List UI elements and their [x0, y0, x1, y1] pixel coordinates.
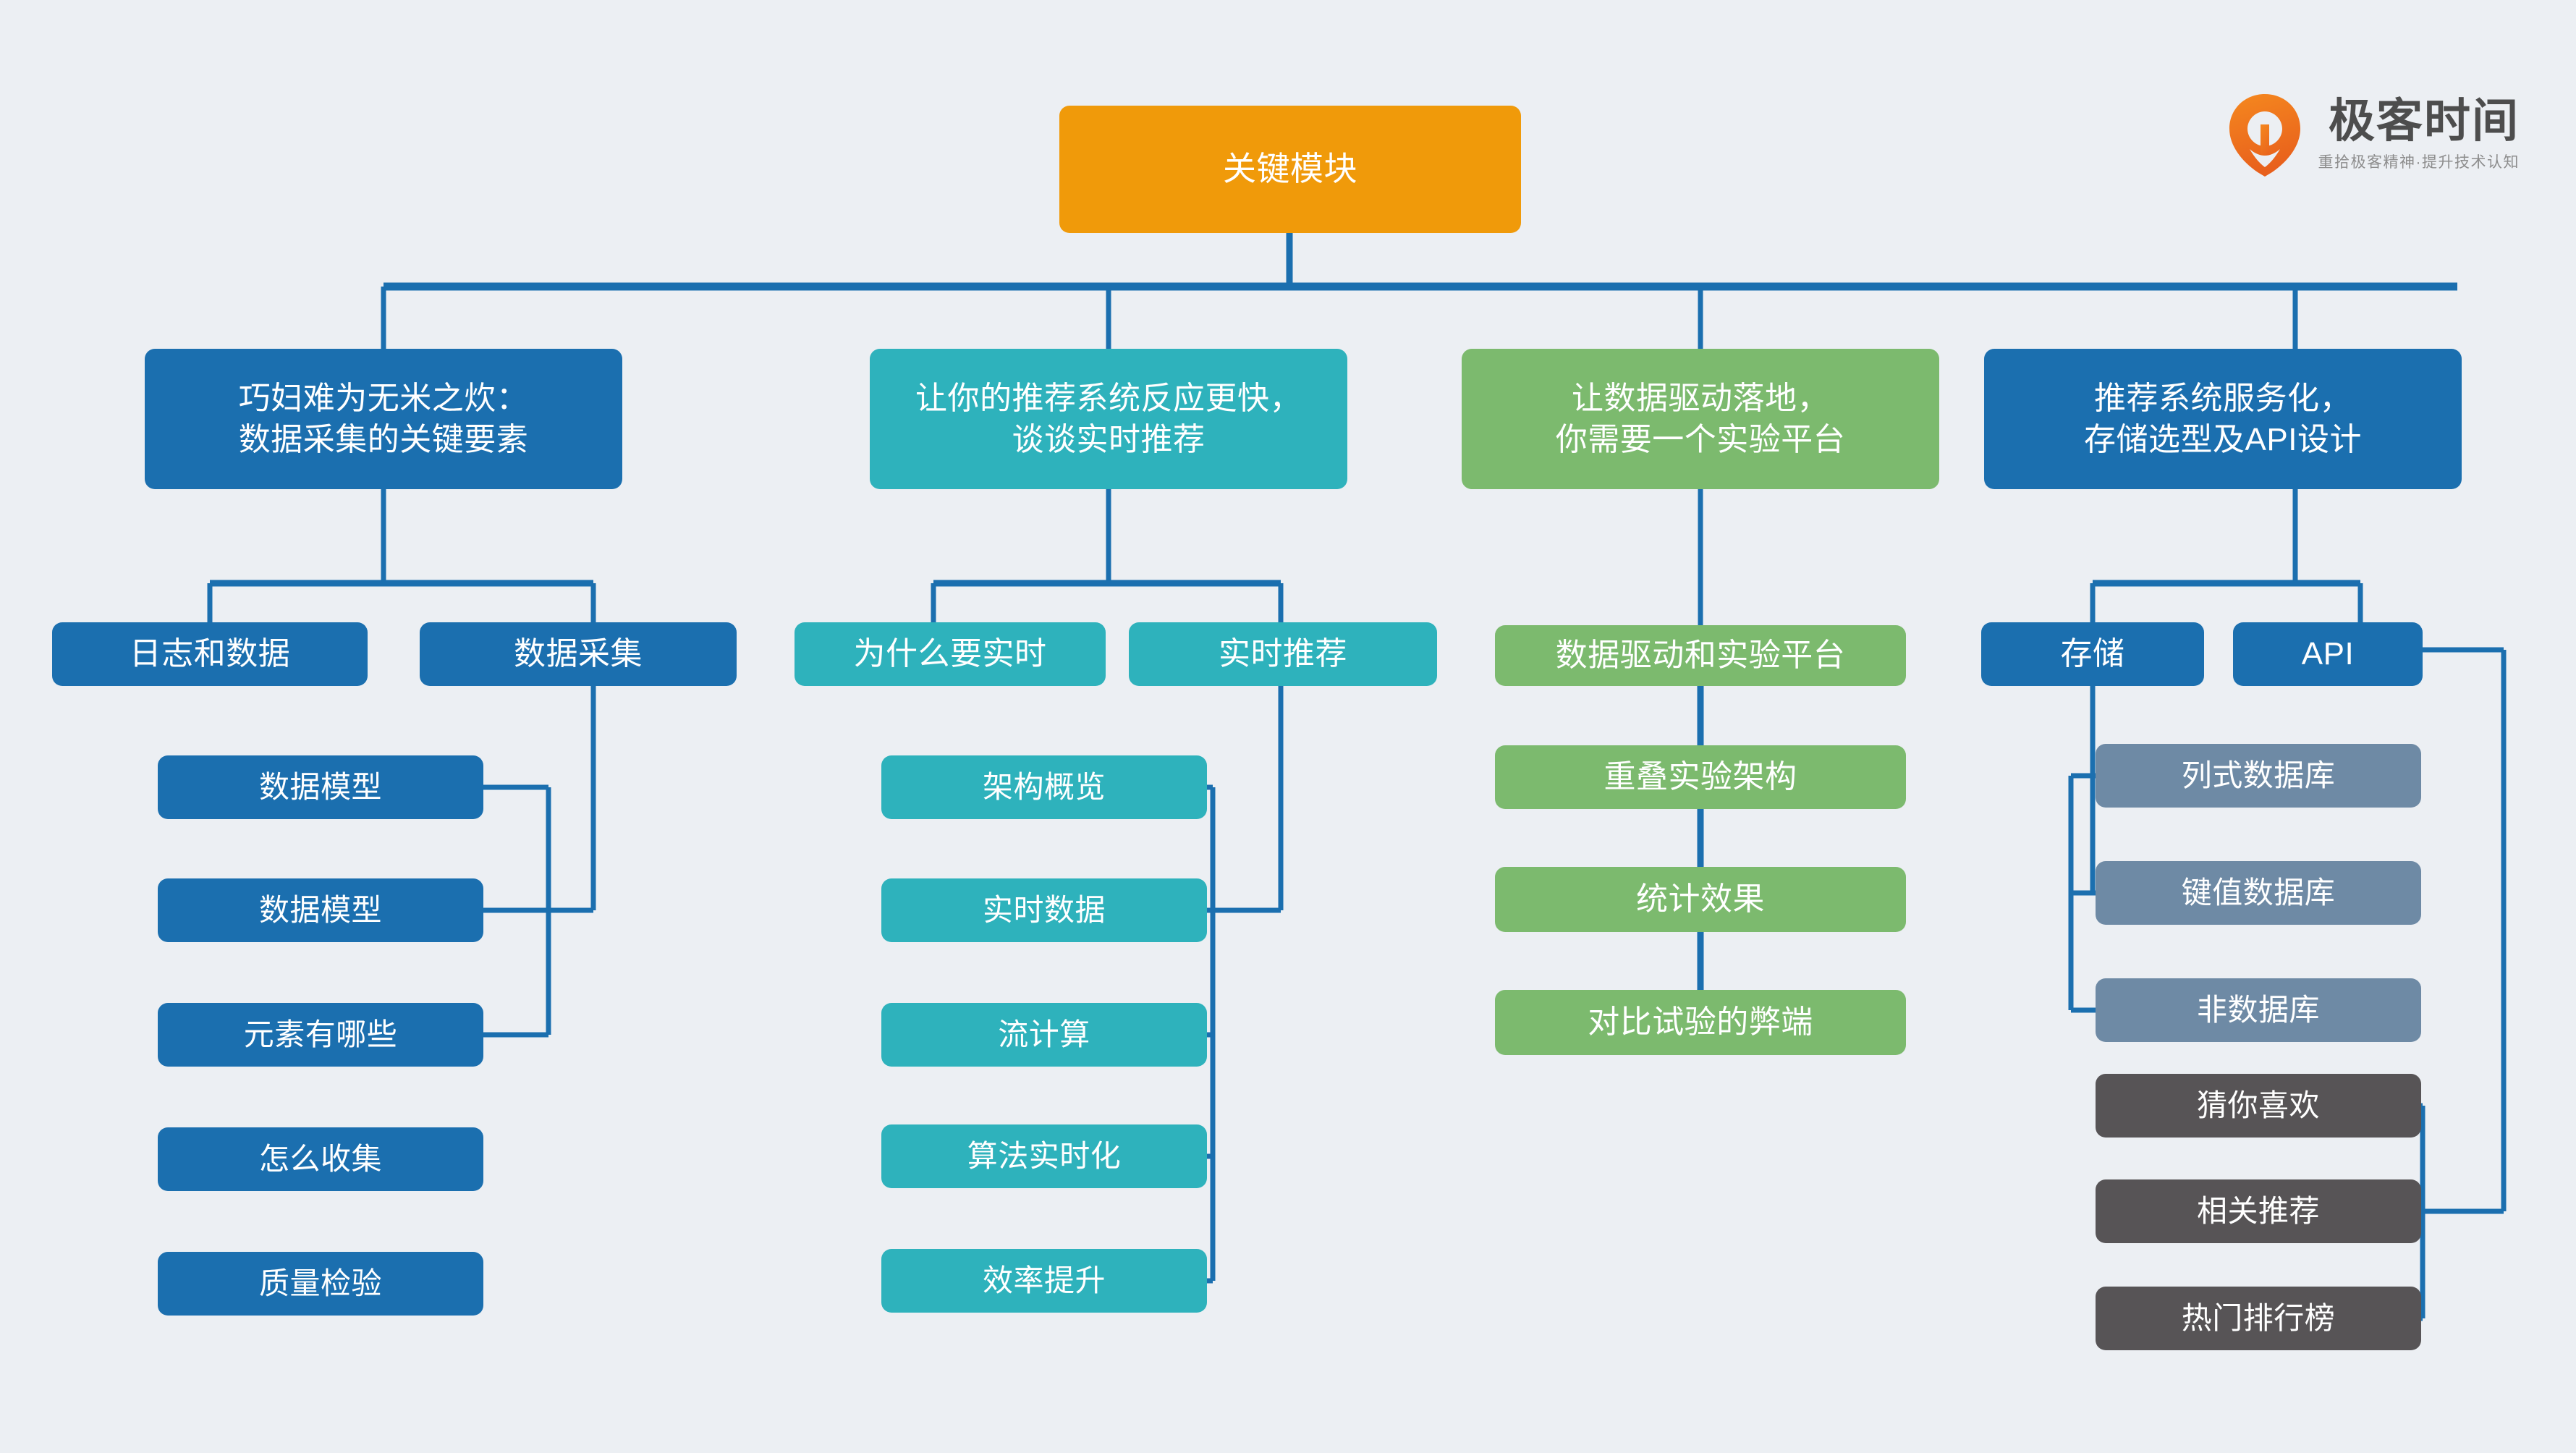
leaf-node-architecture-overview[interactable]: 架构概览	[881, 755, 1207, 819]
leaf-node-quality-check[interactable]: 质量检验	[158, 1252, 483, 1316]
leaf-node-related-recommendation[interactable]: 相关推荐	[2096, 1179, 2421, 1243]
sub-node-data-driven-platform[interactable]: 数据驱动和实验平台	[1495, 625, 1906, 686]
sub-node-why-realtime[interactable]: 为什么要实时	[795, 622, 1106, 686]
leaf-node-efficiency-improvement[interactable]: 效率提升	[881, 1249, 1207, 1313]
sub-node-storage[interactable]: 存储	[1981, 622, 2204, 686]
leaf-node-how-to-collect[interactable]: 怎么收集	[158, 1127, 483, 1191]
sub-node-logs-and-data[interactable]: 日志和数据	[52, 622, 368, 686]
sub-node-ab-test-drawbacks[interactable]: 对比试验的弊端	[1495, 990, 1906, 1055]
branch-node-experiment-platform[interactable]: 让数据驱动落地， 你需要一个实验平台	[1462, 349, 1939, 489]
sub-node-statistical-effect[interactable]: 统计效果	[1495, 867, 1906, 932]
geektime-pin-logo-icon	[2227, 93, 2302, 177]
leaf-node-which-elements[interactable]: 元素有哪些	[158, 1003, 483, 1067]
brand-logo: 极客时间 重拾极客精神·提升技术认知	[2227, 93, 2520, 177]
sub-node-data-collection[interactable]: 数据采集	[420, 622, 737, 686]
branch-node-data-collection[interactable]: 巧妇难为无米之炊： 数据采集的关键要素	[145, 349, 622, 489]
branch-node-service-api[interactable]: 推荐系统服务化， 存储选型及API设计	[1984, 349, 2462, 489]
sub-node-realtime-recommendation[interactable]: 实时推荐	[1129, 622, 1437, 686]
leaf-node-guess-you-like[interactable]: 猜你喜欢	[2096, 1074, 2421, 1138]
brand-name: 极客时间	[2329, 94, 2520, 147]
branch-node-realtime-recommendation[interactable]: 让你的推荐系统反应更快， 谈谈实时推荐	[870, 349, 1347, 489]
leaf-node-stream-computing[interactable]: 流计算	[881, 1003, 1207, 1067]
leaf-node-data-model-2[interactable]: 数据模型	[158, 878, 483, 942]
brand-logo-text: 极客时间 重拾极客精神·提升技术认知	[2318, 94, 2520, 172]
brand-tagline: 重拾极客精神·提升技术认知	[2318, 154, 2520, 171]
leaf-node-hot-ranking[interactable]: 热门排行榜	[2096, 1287, 2421, 1350]
leaf-node-algorithm-realtime[interactable]: 算法实时化	[881, 1124, 1207, 1188]
leaf-node-key-value-database[interactable]: 键值数据库	[2096, 861, 2421, 925]
sub-node-overlapping-experiment[interactable]: 重叠实验架构	[1495, 745, 1906, 809]
leaf-node-realtime-data[interactable]: 实时数据	[881, 878, 1207, 942]
leaf-node-non-database[interactable]: 非数据库	[2096, 978, 2421, 1042]
leaf-node-data-model-1[interactable]: 数据模型	[158, 755, 483, 819]
sub-node-api[interactable]: API	[2233, 622, 2423, 686]
leaf-node-columnar-database[interactable]: 列式数据库	[2096, 744, 2421, 808]
root-node[interactable]: 关键模块	[1059, 106, 1521, 233]
